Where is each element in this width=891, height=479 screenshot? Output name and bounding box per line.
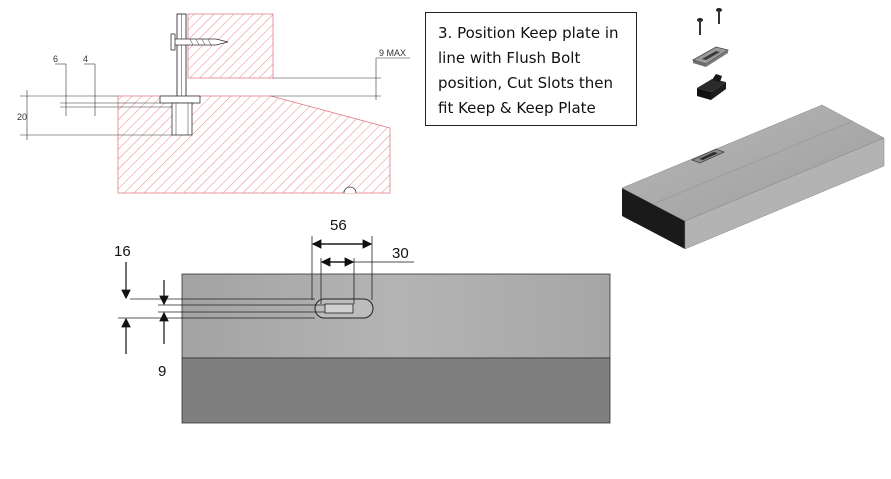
isometric-sill bbox=[621, 104, 885, 250]
keep-icon bbox=[697, 74, 726, 100]
plan-drawing: 56 30 16 9 bbox=[114, 217, 611, 424]
sill-end-face bbox=[622, 188, 685, 249]
keep-body bbox=[171, 102, 193, 136]
exploded-parts bbox=[691, 8, 730, 100]
dim-9-label: 9 bbox=[158, 363, 166, 380]
dim-30-label: 30 bbox=[392, 245, 409, 262]
instruction-text-box: 3. Position Keep plate in line with Flus… bbox=[425, 12, 637, 126]
instruction-line-4: fit Keep & Keep Plate bbox=[438, 99, 596, 117]
dim-6-label: 6 bbox=[53, 54, 58, 64]
dim-4-label: 4 bbox=[83, 54, 88, 64]
instruction-line-3: position, Cut Slots then bbox=[438, 74, 614, 92]
dim-9max-label: 9 MAX bbox=[379, 48, 406, 58]
screw-icon bbox=[173, 38, 229, 46]
iso-keep-slot bbox=[690, 148, 726, 164]
screw-icon-2 bbox=[697, 18, 703, 35]
sill-top-face bbox=[181, 273, 611, 359]
sill-hatched-block bbox=[117, 95, 391, 194]
sill-top-face-iso bbox=[621, 104, 885, 222]
sill-front-face bbox=[181, 357, 611, 424]
instruction-line-1: 3. Position Keep plate in bbox=[438, 24, 619, 42]
screw-icon-1 bbox=[716, 8, 722, 24]
section-drawing: 6 4 20 9 MAX bbox=[17, 13, 410, 194]
dim-16-label: 16 bbox=[114, 243, 131, 260]
keep-slot-inner bbox=[324, 303, 354, 314]
dim-56-label: 56 bbox=[330, 217, 347, 234]
instruction-line-2: line with Flush Bolt bbox=[438, 49, 581, 67]
keep-plate-flange bbox=[159, 95, 201, 104]
keep-plate-icon bbox=[691, 46, 730, 67]
drain-hole bbox=[343, 186, 357, 194]
dim-20-label: 20 bbox=[17, 112, 27, 122]
upper-hatched-block bbox=[187, 13, 274, 79]
